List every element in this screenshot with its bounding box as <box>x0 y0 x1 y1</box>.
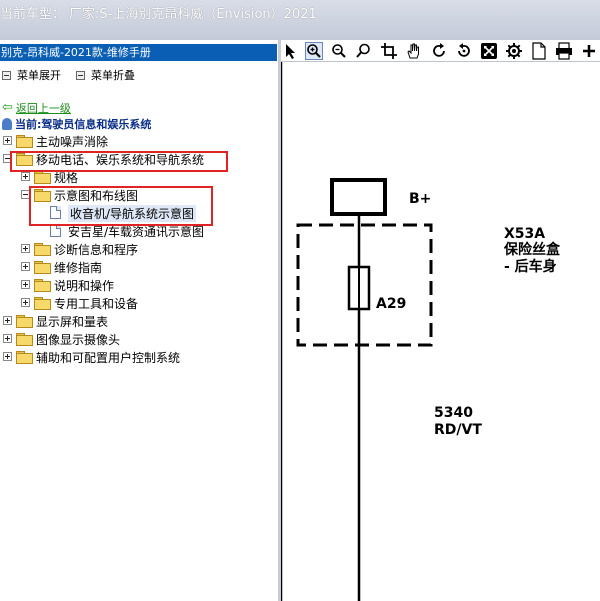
zoom-out-icon[interactable] <box>329 41 349 61</box>
folder-icon <box>34 171 51 184</box>
tree-item-label: 主动噪声消除 <box>36 135 109 149</box>
folder-icon <box>34 243 51 256</box>
pan-hand-icon[interactable] <box>404 41 424 61</box>
tree-item-label: 移动电话、娱乐系统和导航系统 <box>36 153 205 167</box>
expand-node-icon[interactable] <box>21 298 30 307</box>
tree-item-label: 显示屏和量表 <box>36 315 109 329</box>
back-link[interactable]: ⇦ 返回上一级 <box>2 100 71 116</box>
collapse-menu-button[interactable]: 菜单折叠 <box>76 67 135 83</box>
tree-item-label: 维修指南 <box>54 261 103 275</box>
fuse-box-outline <box>296 223 433 347</box>
expand-node-icon[interactable] <box>21 262 30 271</box>
battery-label: B+ <box>409 191 431 207</box>
expand-node-icon[interactable] <box>21 280 30 289</box>
zoom-search-icon[interactable] <box>354 41 374 61</box>
collapse-menu-label: 菜单折叠 <box>91 69 135 82</box>
page-icon[interactable] <box>529 41 549 61</box>
folder-icon <box>16 333 33 346</box>
tree-item-folder[interactable]: 显示屏和量表 <box>0 312 278 330</box>
panel-splitter[interactable] <box>278 40 281 601</box>
rotate-icon[interactable] <box>429 41 449 61</box>
fuse-label: A29 <box>376 296 406 312</box>
wiring-diagram: B+ X53A 保险丝盒 - 后车身 A29 5340 RD/VT <box>281 62 561 601</box>
expand-node-icon[interactable] <box>3 352 12 361</box>
diagram-viewer: B+ X53A 保险丝盒 - 后车身 A29 5340 RD/VT <box>281 40 600 601</box>
tree-item-label: 收音机/导航系统示意图 <box>68 205 197 222</box>
tree-item-label: 规格 <box>54 171 79 185</box>
crop-icon[interactable] <box>379 41 399 61</box>
panel-header: 别克-昂科威-2021款-维修手册 <box>0 44 277 61</box>
expand-node-icon[interactable] <box>3 334 12 343</box>
document-icon <box>50 206 61 219</box>
collapse-icon <box>76 70 85 80</box>
expand-node-icon[interactable] <box>21 244 30 253</box>
folder-icon <box>34 261 51 274</box>
current-location: 当前:驾驶员信息和娱乐系统 <box>2 116 151 132</box>
back-arrow-icon: ⇦ <box>2 100 13 115</box>
folder-icon <box>16 315 33 328</box>
expand-icon <box>2 70 11 80</box>
rotate-alt-icon[interactable] <box>454 41 474 61</box>
highlight-box-schematics <box>29 186 213 226</box>
battery-terminal-box <box>330 178 387 216</box>
tree-item-label: 安吉星/车载资通讯示意图 <box>68 225 205 239</box>
fuse-box-description: 保险丝盒 <box>503 241 561 258</box>
folder-icon <box>16 351 33 364</box>
tree-item-folder[interactable]: 图像显示摄像头 <box>0 330 278 348</box>
expand-node-icon[interactable] <box>3 136 12 145</box>
print-icon[interactable] <box>554 41 574 61</box>
location-icon <box>2 118 12 130</box>
settings-gear-icon[interactable] <box>504 41 524 61</box>
tree-item-folder[interactable]: 示意图和布线图 <box>0 186 278 204</box>
tree-item-label: 图像显示摄像头 <box>36 333 121 347</box>
tree-item-folder[interactable]: 辅助和可配置用户控制系统 <box>0 348 278 366</box>
tree-item-folder[interactable]: 诊断信息和程序 <box>0 240 278 258</box>
folder-icon <box>34 297 51 310</box>
title-bar: 当前车型：厂家:S-上海别克昂科威（Envision）2021 <box>0 0 600 40</box>
wire-color-code: RD/VT <box>434 422 482 438</box>
tree-item-folder[interactable]: 主动噪声消除 <box>0 132 278 150</box>
current-location-label: 当前:驾驶员信息和娱乐系统 <box>15 118 152 131</box>
folder-icon <box>16 153 33 166</box>
back-link-label: 返回上一级 <box>15 102 71 115</box>
title-prefix: 当前车型： <box>0 7 66 22</box>
window-title: 当前车型：厂家:S-上海别克昂科威（Envision）2021 <box>0 3 321 22</box>
folder-icon <box>16 135 33 148</box>
tree-item-label: 辅助和可配置用户控制系统 <box>36 351 181 365</box>
zoom-in-icon[interactable] <box>304 41 324 61</box>
folder-icon <box>34 279 51 292</box>
tree-item-label: 专用工具和设备 <box>54 297 139 311</box>
fuse-box-location: - 后车身 <box>504 258 557 275</box>
wire-circuit-number: 5340 <box>434 405 473 421</box>
tree-item-document[interactable]: 安吉星/车载资通讯示意图 <box>0 222 278 240</box>
tree-item-folder[interactable]: 维修指南 <box>0 258 278 276</box>
tree-item-label: 示意图和布线图 <box>54 189 139 203</box>
folder-icon <box>34 189 51 202</box>
fit-icon[interactable] <box>479 41 499 61</box>
select-arrow-icon[interactable] <box>281 41 301 61</box>
expand-node-icon[interactable] <box>21 172 30 181</box>
highlight-box-category <box>10 151 228 172</box>
tree-item-folder[interactable]: 移动电话、娱乐系统和导航系统 <box>0 150 278 168</box>
expand-menu-label: 菜单展开 <box>17 69 61 82</box>
more-icon[interactable] <box>579 41 599 61</box>
expand-node-icon[interactable] <box>3 316 12 325</box>
title-vehicle: 厂家:S-上海别克昂科威（Envision）2021 <box>69 7 317 22</box>
navigation-panel: 别克-昂科威-2021款-维修手册 菜单展开 菜单折叠 ⇦ 返回上一级 当前:驾… <box>0 40 278 601</box>
tree-item-folder[interactable]: 说明和操作 <box>0 276 278 294</box>
tree-item-label: 说明和操作 <box>54 279 115 293</box>
tree-item-folder[interactable]: 专用工具和设备 <box>0 294 278 312</box>
viewer-toolbar <box>281 40 600 62</box>
tree-item-document[interactable]: 收音机/导航系统示意图 <box>0 204 278 222</box>
expand-menu-button[interactable]: 菜单展开 <box>2 67 61 83</box>
fuse-box-name: X53A <box>504 226 545 242</box>
tree-item-label: 诊断信息和程序 <box>54 243 139 257</box>
